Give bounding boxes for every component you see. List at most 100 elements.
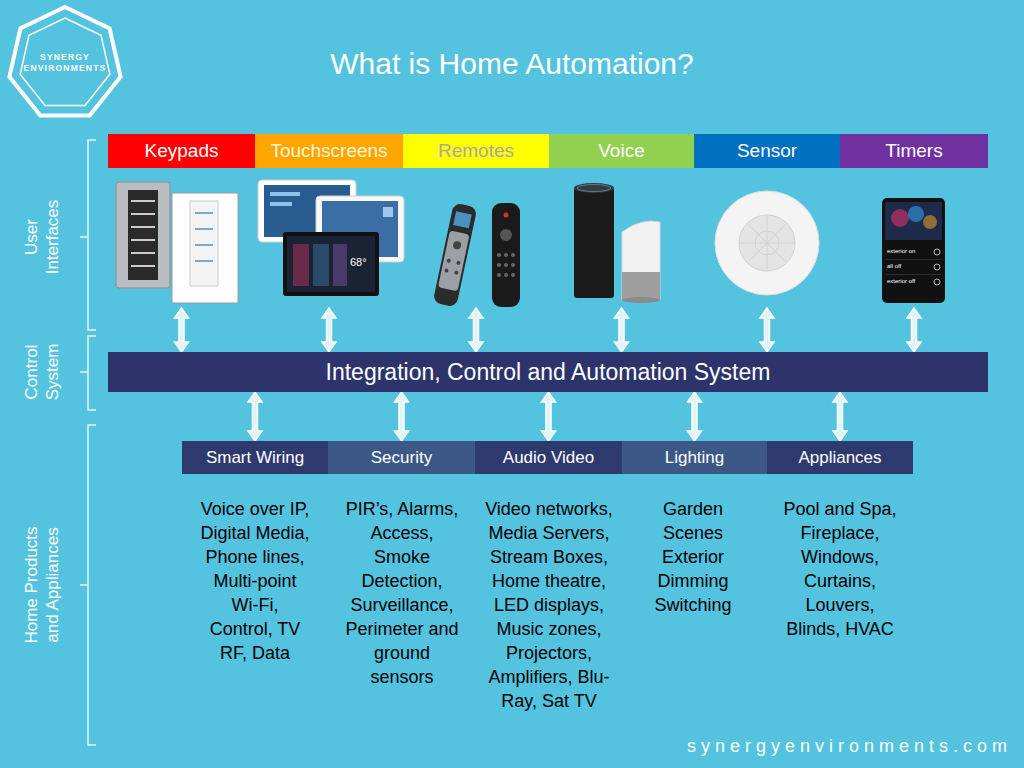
website-url: synergyenvironments.com (640, 735, 1012, 757)
product-list: Video networks, Media Servers, Stream Bo… (479, 497, 619, 713)
double-arrow-connector (248, 392, 262, 441)
product-list: PIR’s, Alarms, Access, Smoke Detection, … (344, 497, 460, 689)
remote-illustration-part (504, 263, 508, 267)
keypad-illustration-part (190, 201, 218, 286)
keypad-illustration-part (195, 244, 213, 246)
remote-illustration-part-part (438, 230, 470, 291)
keypad-illustration-part (172, 193, 238, 303)
double-arrow-connector (688, 392, 702, 441)
category-header: Smart Wiring (182, 441, 328, 474)
remote-illustration-part (433, 203, 478, 308)
double-arrow-connector (469, 308, 483, 352)
timer-entry: all off (887, 263, 901, 270)
voice-speaker-illustration-part (577, 185, 611, 192)
remote-illustration-part-part (446, 258, 451, 263)
logo-heptagon (9, 7, 120, 115)
keypad-illustration-part (195, 212, 213, 214)
touchscreen-illustration-part (283, 232, 379, 296)
keypad-illustration-part (128, 190, 158, 280)
touchscreen-illustration-part (383, 207, 393, 217)
keypad-illustration-part (131, 265, 155, 267)
touchscreen-illustration-part (313, 244, 329, 286)
interface-label: Keypads (108, 134, 255, 168)
remote-illustration-part (504, 273, 508, 277)
touchscreen-illustration-part (333, 244, 347, 286)
keypad-illustration-part (131, 226, 155, 228)
category-header: Appliances (767, 441, 913, 474)
interface-label: Remotes (403, 134, 549, 168)
timer-phone-illustration-part (934, 264, 940, 270)
remote-illustration-part (511, 273, 515, 277)
product-list: Garden Scenes Exterior Dimming Switching (643, 497, 743, 617)
home-products-bracket (80, 425, 96, 745)
touchscreen-illustration-part (270, 192, 300, 196)
voice-speaker-illustration-part (622, 272, 660, 300)
section-label: Home Products and Appliances (21, 520, 63, 650)
interface-label: Touchscreens (255, 134, 403, 168)
interface-label: Voice (549, 134, 694, 168)
category-header: Security (328, 441, 475, 474)
timer-phone-illustration-part (934, 279, 940, 285)
remote-illustration-part (511, 263, 515, 267)
user-interfaces-bracket (80, 140, 96, 330)
remote-illustration-part-part (453, 211, 472, 228)
voice-speaker-illustration-part (574, 187, 614, 298)
keypad-illustration-part (131, 239, 155, 241)
keypad-illustration-part (131, 213, 155, 215)
page-title: What is Home Automation? (0, 46, 1024, 82)
double-arrow-connector (833, 392, 847, 441)
double-arrow-connector (907, 308, 921, 352)
control-label: Integration, Control and Automation Syst… (108, 352, 988, 392)
timer-phone-illustration-part (886, 274, 941, 276)
timer-phone-illustration-part (885, 202, 942, 240)
keypad-illustration-part (195, 228, 213, 230)
timer-phone-illustration (882, 198, 945, 303)
motion-sensor-illustration-part (755, 231, 779, 255)
category-label: Audio Video (475, 441, 622, 474)
touchscreen-illustration-part (264, 185, 350, 237)
voice-speaker-illustration (574, 183, 660, 303)
double-arrow-connector (395, 392, 409, 441)
double-arrow-connector (542, 392, 556, 441)
remote-illustration-part (500, 229, 512, 241)
touchscreen-illustration-part (270, 202, 292, 206)
category-label: Smart Wiring (182, 441, 328, 474)
interface-column: Remotes (403, 134, 549, 308)
keypad-illustration-part (116, 182, 170, 288)
section-label: Control System (21, 332, 63, 412)
logo-outer (9, 7, 120, 115)
timer-entry: exterior on (887, 248, 915, 255)
touchscreen-illustration-part (316, 196, 404, 262)
voice-speaker-illustration-part (622, 297, 660, 303)
category-label: Security (328, 441, 475, 474)
keypad-illustration-part (195, 260, 213, 262)
double-arrow-connector (760, 308, 774, 352)
category-header: Audio Video (475, 441, 622, 474)
remote-illustration-part (497, 263, 501, 267)
remote-illustration-part-part (452, 240, 461, 249)
logo-inner (20, 18, 110, 105)
remote-illustration-part (492, 203, 520, 307)
touchscreen-illustration-part (293, 244, 309, 286)
remote-illustration-part-part (456, 261, 461, 266)
timer-entry: exterior off (887, 278, 915, 285)
logo-text: SYNERGY ENVIRONMENTS (23, 52, 107, 74)
product-list: Pool and Spa, Fireplace, Windows, Curtai… (781, 497, 899, 641)
interface-column: Keypads (108, 134, 255, 308)
remote-illustration-part (497, 253, 501, 257)
keypad-illustration-part (131, 252, 155, 254)
remote-illustration-part-part (444, 268, 449, 273)
touchscreen-illustration-part (322, 201, 398, 257)
double-arrow-connector (322, 308, 336, 352)
interface-column: Sensor (694, 134, 840, 308)
product-list: Voice over IP, Digital Media, Phone line… (198, 497, 312, 665)
timer-phone-illustration-part (891, 209, 909, 227)
remote-illustration (433, 203, 520, 308)
motion-sensor-illustration-part (739, 215, 795, 271)
keypad-illustration (116, 182, 238, 303)
double-arrow-connector (615, 308, 629, 352)
timer-phone-illustration-part (886, 259, 941, 261)
remote-illustration-part (504, 253, 508, 257)
